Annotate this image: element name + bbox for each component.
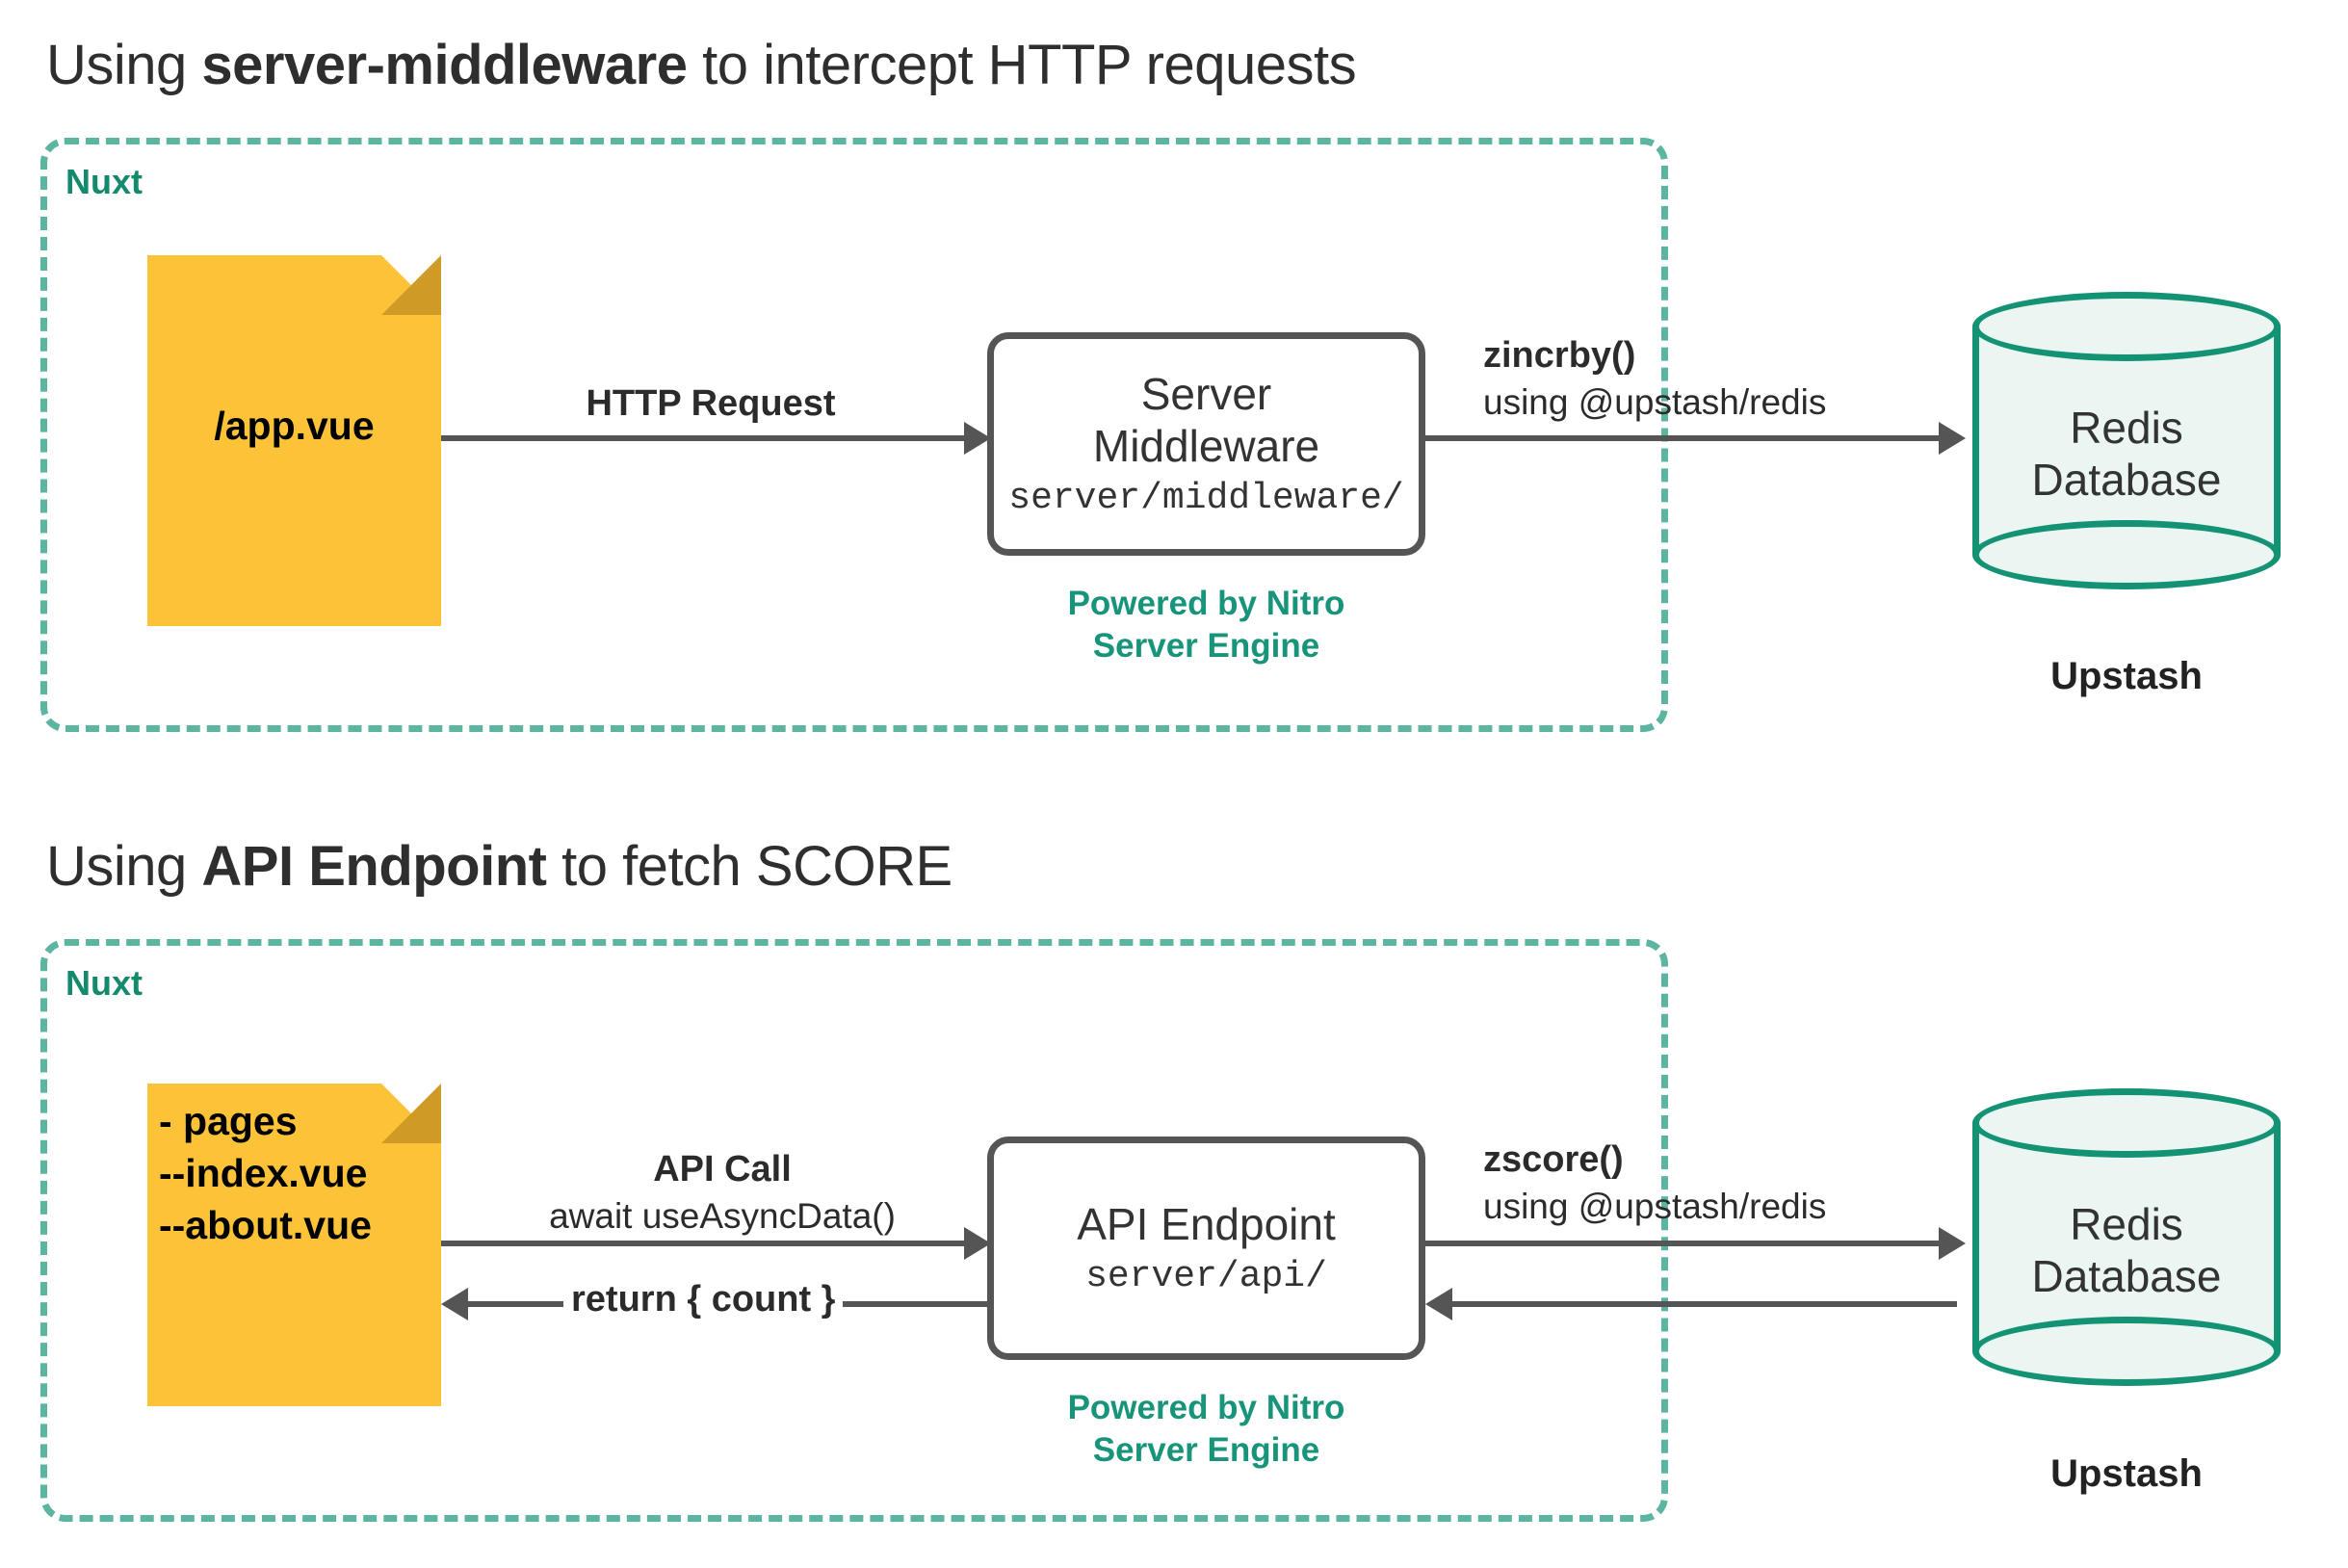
edge-label-api-call-plain: await useAsyncData() xyxy=(549,1196,896,1237)
nitro-caption-line-1: Powered by Nitro xyxy=(1067,1389,1345,1426)
process-box-api-endpoint: API Endpoint server/api/ xyxy=(987,1137,1425,1360)
process-title-line-2: Middleware xyxy=(1092,420,1320,471)
cylinder-body xyxy=(1972,327,2281,554)
edge-label-zincrby: zincrby() using @upstash/redis xyxy=(1483,332,1826,426)
file-fold-inner-icon xyxy=(381,1084,441,1143)
file-node-app-vue: /app.vue xyxy=(147,255,441,626)
connector-return-count-arrowhead xyxy=(441,1288,468,1320)
connector-zscore-line xyxy=(1425,1241,1957,1246)
connector-http-request-arrowhead xyxy=(964,422,991,455)
section-2-title-suffix: to fetch SCORE xyxy=(546,835,952,898)
process-box-server-middleware: Server Middleware server/middleware/ xyxy=(987,332,1425,556)
section-1-title-suffix: to intercept HTTP requests xyxy=(687,34,1357,96)
database-caption-upstash-2: Upstash xyxy=(2050,1452,2203,1495)
section-2-title-prefix: Using xyxy=(46,835,202,898)
nitro-caption-section-1: Powered by Nitro Server Engine xyxy=(987,583,1425,667)
cylinder-body xyxy=(1972,1124,2281,1350)
edge-label-zincrby-strong: zincrby() xyxy=(1483,335,1636,376)
file-node-pages: - pages --index.vue --about.vue xyxy=(147,1084,441,1406)
edge-label-return-count: return { count } xyxy=(563,1279,844,1320)
nitro-caption-section-2: Powered by Nitro Server Engine xyxy=(987,1387,1425,1472)
process-title-line-1: Server xyxy=(1140,369,1272,420)
section-2-nuxt-label: Nuxt xyxy=(65,963,143,1003)
database-cylinder-redis-2: Redis Database xyxy=(1972,1081,2281,1389)
file-line-index-vue: --index.vue xyxy=(159,1151,368,1196)
edge-label-zscore: zscore() using @upstash/redis xyxy=(1483,1137,1826,1230)
database-label-line-2: Database xyxy=(2031,455,2222,506)
section-1-title-prefix: Using xyxy=(46,34,202,96)
section-1-nuxt-label: Nuxt xyxy=(65,162,143,201)
nitro-caption-line-1: Powered by Nitro xyxy=(1067,585,1345,622)
database-label-line-1: Redis xyxy=(2070,403,2183,453)
nitro-caption-line-2: Server Engine xyxy=(1092,1430,1320,1469)
connector-redis-return-arrowhead xyxy=(1425,1288,1452,1320)
file-line-pages: - pages xyxy=(159,1099,298,1143)
process-box-api-endpoint-title: API Endpoint xyxy=(1077,1199,1336,1250)
edge-label-zincrby-plain: using @upstash/redis xyxy=(1483,382,1827,423)
section-2-nuxt-container xyxy=(40,939,1668,1522)
database-caption-upstash-1: Upstash xyxy=(2050,655,2203,697)
connector-redis-return-line xyxy=(1445,1301,1957,1307)
section-1-title-bold: server-middleware xyxy=(201,34,688,96)
process-title-line-1: API Endpoint xyxy=(1077,1198,1336,1249)
connector-zincrby-line xyxy=(1425,435,1957,441)
cylinder-top-ellipse xyxy=(1972,1088,2281,1158)
file-fold-inner-icon xyxy=(381,255,441,315)
cylinder-bottom-ellipse xyxy=(1972,520,2281,589)
section-2-title-bold: API Endpoint xyxy=(201,835,547,898)
connector-api-call-line xyxy=(441,1241,974,1246)
edge-label-zscore-strong: zscore() xyxy=(1483,1139,1624,1180)
process-box-server-middleware-title: Server Middleware xyxy=(1093,369,1319,472)
file-node-pages-label: - pages --index.vue --about.vue xyxy=(159,1095,372,1251)
database-label-line-1: Redis xyxy=(2070,1199,2183,1249)
cylinder-top-ellipse xyxy=(1972,292,2281,361)
connector-zscore-arrowhead xyxy=(1939,1227,1966,1260)
database-cylinder-redis-2-label: Redis Database xyxy=(1972,1198,2281,1303)
edge-label-zscore-plain: using @upstash/redis xyxy=(1483,1187,1827,1227)
connector-http-request-line xyxy=(441,435,974,441)
section-1-nuxt-container xyxy=(40,138,1668,732)
database-cylinder-redis-1: Redis Database xyxy=(1972,284,2281,592)
file-line-about-vue: --about.vue xyxy=(159,1203,372,1248)
section-2-title: Using API Endpoint to fetch SCORE xyxy=(46,834,952,899)
edge-label-http-request: HTTP Request xyxy=(576,380,846,428)
section-1-title: Using server-middleware to intercept HTT… xyxy=(46,33,1357,97)
cylinder-bottom-ellipse xyxy=(1972,1317,2281,1386)
database-cylinder-redis-1-label: Redis Database xyxy=(1972,402,2281,507)
edge-label-http-request-strong: HTTP Request xyxy=(586,383,836,424)
nitro-caption-line-2: Server Engine xyxy=(1092,626,1320,665)
file-node-app-vue-label: /app.vue xyxy=(214,404,375,448)
connector-api-call-arrowhead xyxy=(964,1227,991,1260)
edge-label-api-call: API Call await useAsyncData() xyxy=(539,1146,905,1240)
process-box-server-middleware-subtitle: server/middleware/ xyxy=(1008,477,1404,519)
process-box-api-endpoint-subtitle: server/api/ xyxy=(1085,1256,1327,1298)
connector-zincrby-arrowhead xyxy=(1939,422,1966,455)
edge-label-api-call-strong: API Call xyxy=(653,1149,792,1189)
database-label-line-2: Database xyxy=(2031,1251,2222,1302)
